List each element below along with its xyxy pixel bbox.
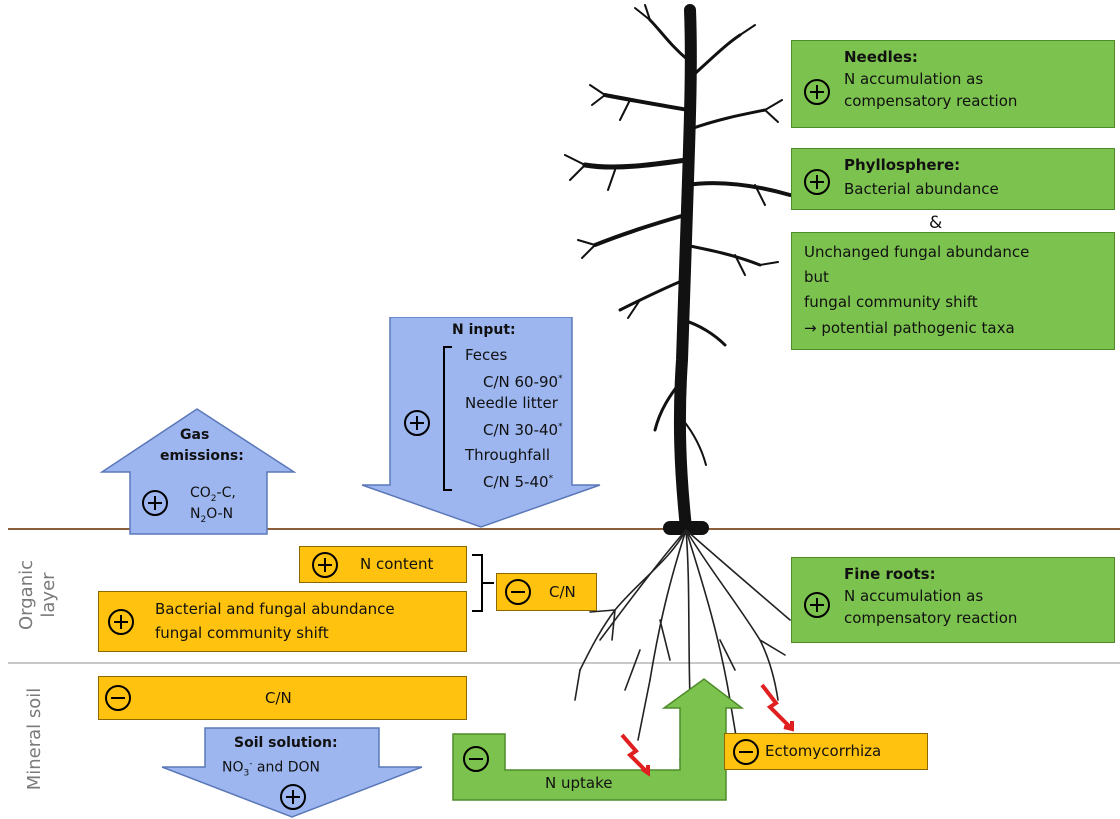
phyllosphere-title: Phyllosphere:	[844, 156, 961, 174]
bacterial-line2: fungal community shift	[155, 624, 329, 642]
soil-solution-no3: NO3- and DON	[222, 759, 320, 779]
soil-solution-title: Soil solution:	[234, 735, 338, 751]
gas-co2: CO2-C,	[190, 485, 236, 504]
cn-organic-box: C/N	[496, 573, 597, 611]
plus-icon	[142, 490, 168, 516]
n-uptake-label: N uptake	[545, 774, 613, 792]
n-input-throughfall-cn: C/N 5-40*	[483, 473, 554, 491]
n-input-brace	[443, 346, 452, 491]
n-uptake-arrow	[452, 678, 744, 801]
plus-icon	[804, 592, 830, 618]
n-content-box: N content	[299, 546, 467, 583]
fungal-box: Unchanged fungal abundance but fungal co…	[791, 232, 1115, 350]
n-input-feces-cn: C/N 60-90*	[483, 373, 563, 391]
minus-icon	[733, 739, 759, 765]
fine-roots-box: Fine roots: N accumulation as compensato…	[791, 557, 1115, 643]
plus-icon	[280, 784, 306, 810]
mineral-soil-label: Mineral soil	[24, 687, 45, 791]
minus-icon	[505, 579, 531, 605]
organic-brace	[472, 554, 494, 612]
lightning-bolt-icon	[760, 683, 794, 732]
lightning-bolt-icon	[620, 733, 650, 777]
fine-roots-title: Fine roots:	[844, 565, 936, 583]
n-content-label: N content	[360, 555, 434, 573]
fungal-line4: → potential pathogenic taxa	[804, 319, 1015, 337]
phyllosphere-box: Phyllosphere: Bacterial abundance	[791, 148, 1115, 210]
fine-roots-line2: compensatory reaction	[844, 609, 1018, 627]
cn-mineral-label: C/N	[265, 689, 292, 707]
plus-icon	[404, 410, 430, 436]
n-input-title: N input:	[452, 322, 516, 338]
bacterial-box: Bacterial and fungal abundance fungal co…	[98, 591, 467, 652]
needles-title: Needles:	[844, 48, 918, 66]
minus-icon	[105, 685, 131, 711]
ampersand: &	[929, 213, 943, 233]
soil-solution-arrow	[161, 727, 423, 818]
cn-organic-label: C/N	[549, 583, 576, 601]
n-input-arrow	[361, 317, 601, 528]
tree-silhouette	[564, 4, 811, 761]
minus-icon	[463, 746, 489, 772]
gas-title-line2: emissions:	[160, 448, 244, 464]
plus-icon	[312, 552, 338, 578]
cn-mineral-box: C/N	[98, 676, 467, 720]
mineral-layer-boundary	[8, 662, 1120, 664]
n-input-feces: Feces	[465, 346, 508, 364]
ectomycorrhiza-label: Ectomycorrhiza	[765, 742, 882, 760]
phyllosphere-line1: Bacterial abundance	[844, 180, 999, 198]
fungal-line1: Unchanged fungal abundance	[804, 243, 1030, 261]
fine-roots-line1: N accumulation as	[844, 587, 984, 605]
needles-box: Needles: N accumulation as compensatory …	[791, 40, 1115, 128]
plus-icon	[108, 609, 134, 635]
n-input-throughfall: Throughfall	[465, 446, 551, 464]
n-input-needle-litter: Needle litter	[465, 394, 558, 412]
ectomycorrhiza-box: Ectomycorrhiza	[724, 733, 928, 770]
fungal-line3: fungal community shift	[804, 293, 978, 311]
needles-line1: N accumulation as	[844, 70, 984, 88]
gas-title-line1: Gas	[180, 427, 210, 443]
organic-layer-boundary	[8, 528, 1120, 530]
fungal-line2: but	[804, 268, 829, 286]
gas-n2o: N2O-N	[190, 506, 234, 525]
plus-icon	[804, 79, 830, 105]
n-input-needle-cn: C/N 30-40*	[483, 421, 563, 439]
needles-line2: compensatory reaction	[844, 92, 1018, 110]
plus-icon	[804, 169, 830, 195]
bacterial-line1: Bacterial and fungal abundance	[155, 600, 395, 618]
